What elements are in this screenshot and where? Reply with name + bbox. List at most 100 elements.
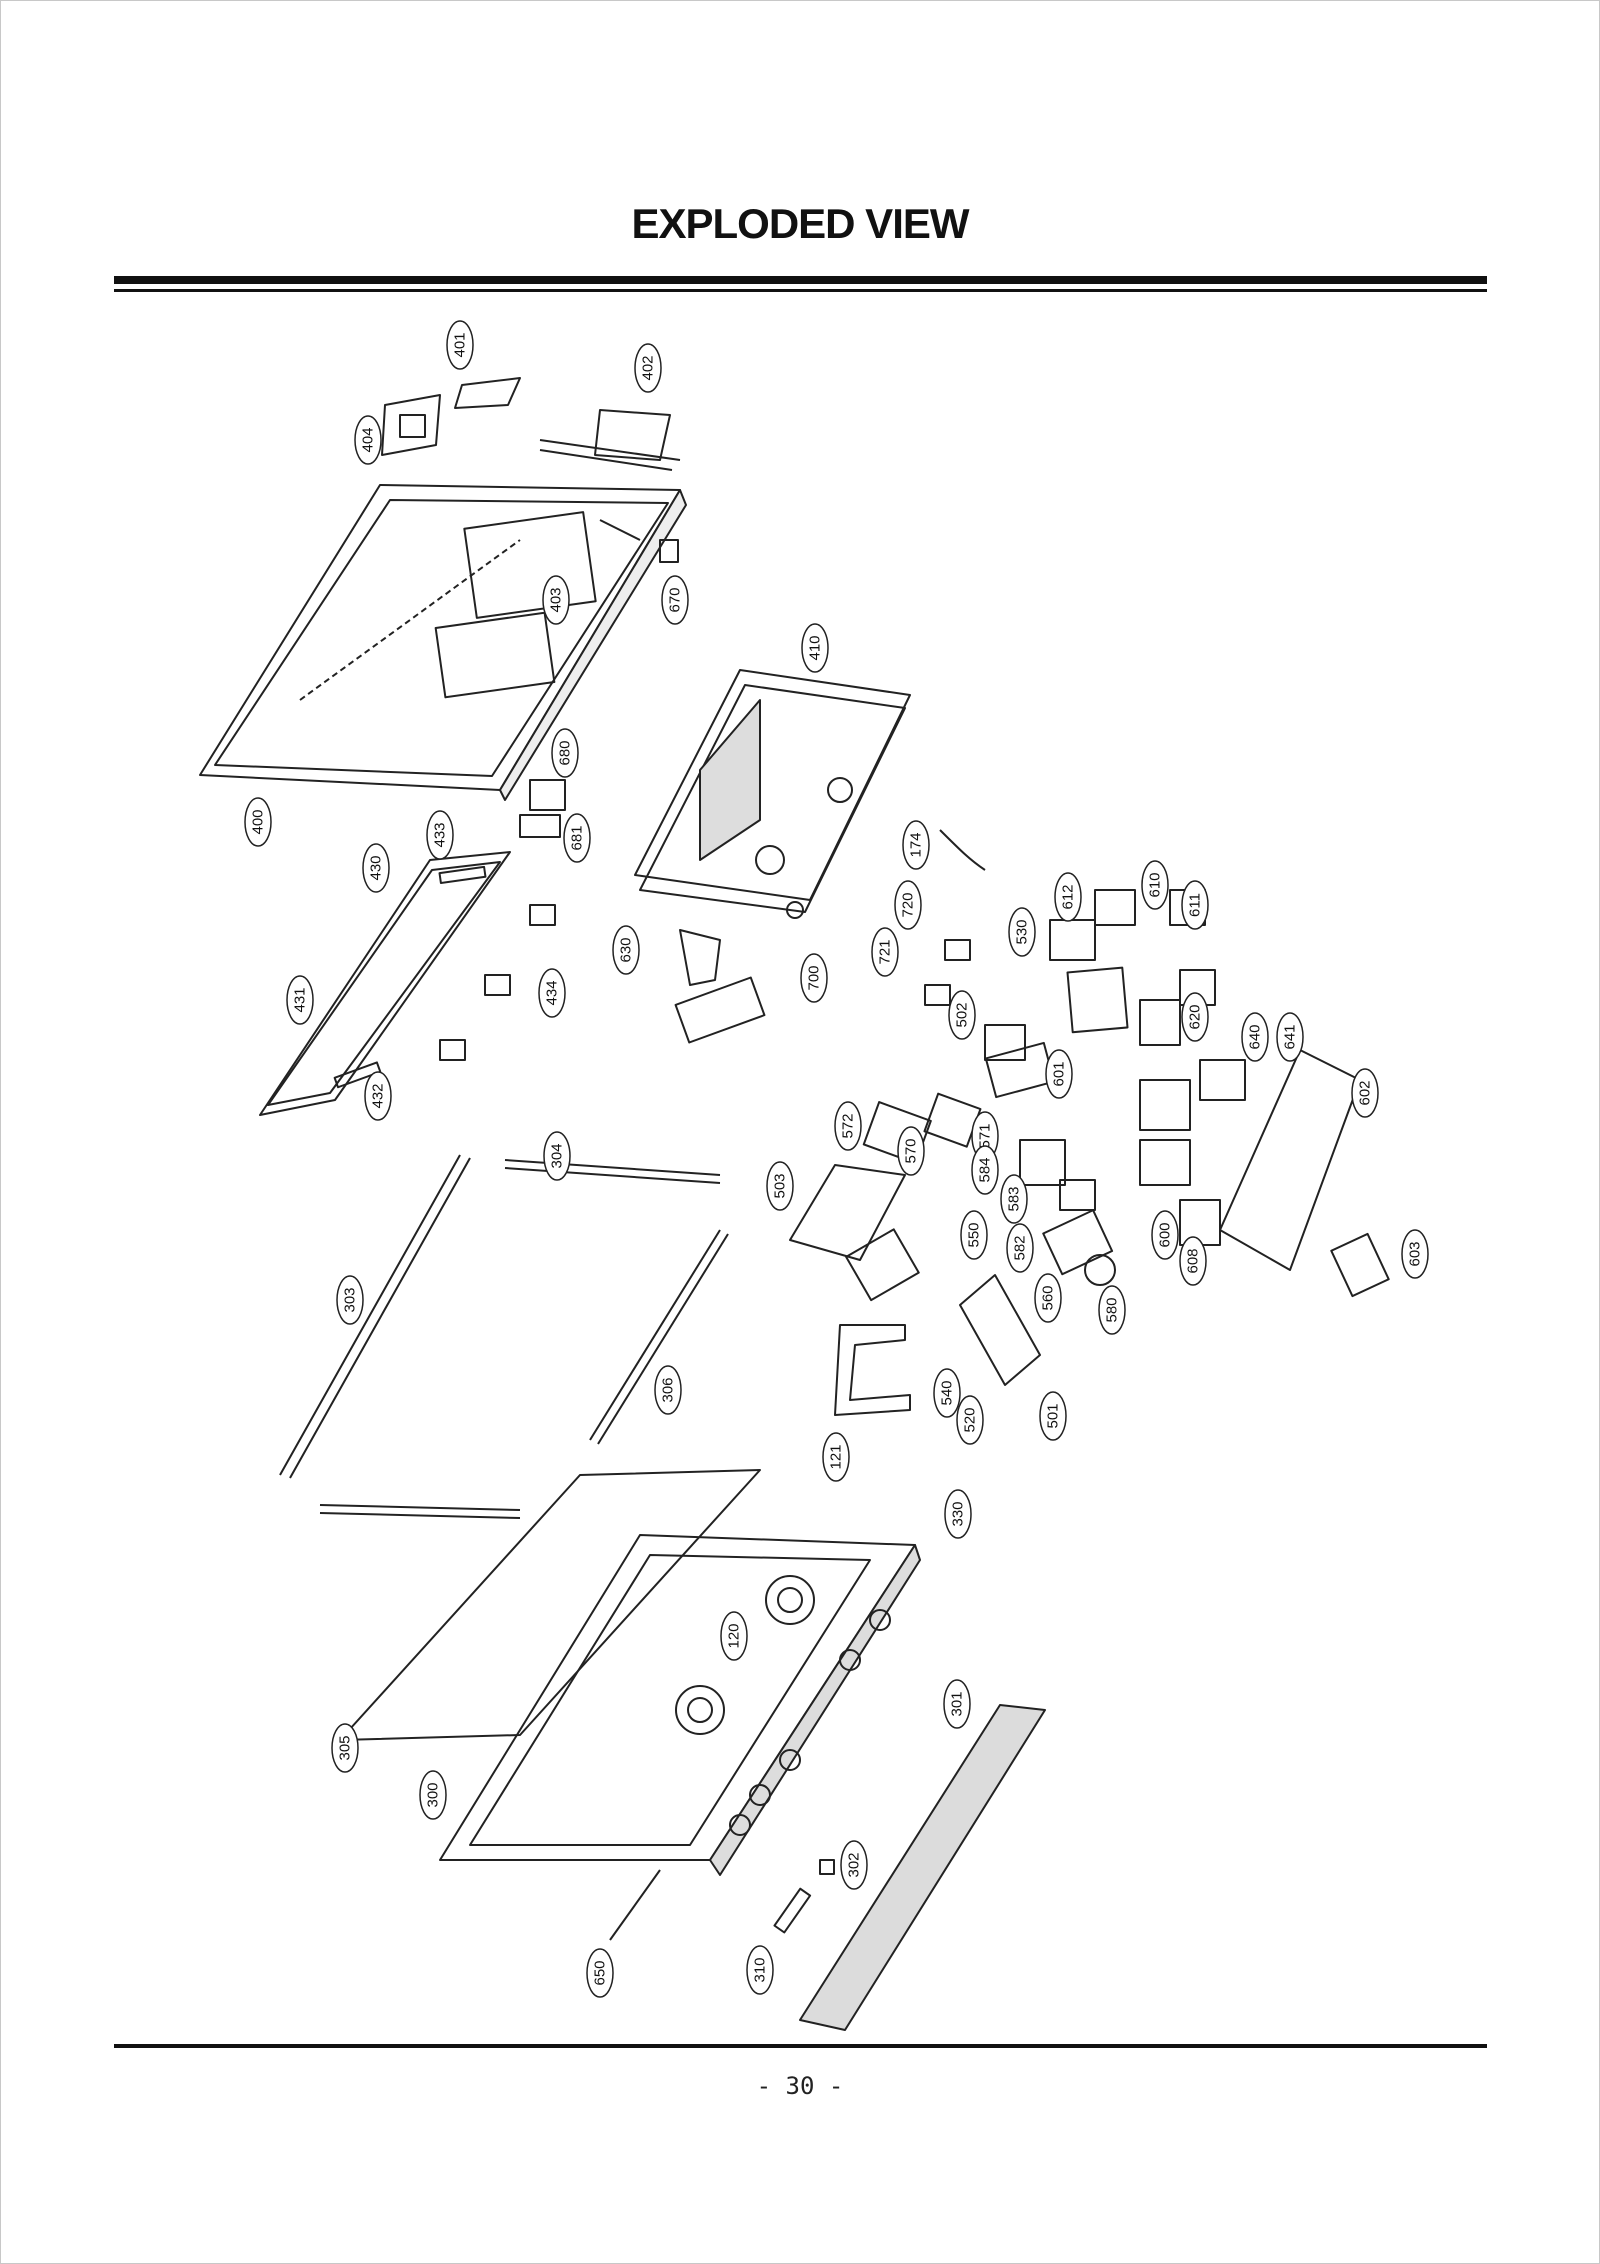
callout-530: 530	[1008, 907, 1036, 957]
callout-302: 302	[840, 1840, 868, 1890]
callout-label: 580	[1104, 1297, 1121, 1322]
callout-400: 400	[244, 797, 272, 847]
small-parts-bottom	[609, 1859, 835, 1941]
callout-label: 403	[548, 587, 565, 612]
callout-584: 584	[971, 1145, 999, 1195]
callout-label: 310	[752, 1957, 769, 1982]
callout-label: 503	[772, 1173, 789, 1198]
callout-640: 640	[1241, 1012, 1269, 1062]
front-glass	[339, 1469, 761, 1741]
callout-502: 502	[948, 990, 976, 1040]
callout-label: 630	[618, 937, 635, 962]
callout-520: 520	[956, 1395, 984, 1445]
callout-404: 404	[354, 415, 382, 465]
callout-label: 530	[1014, 919, 1031, 944]
callout-301: 301	[943, 1679, 971, 1729]
callout-label: 601	[1051, 1061, 1068, 1086]
callout-label: 670	[667, 587, 684, 612]
callout-label: 550	[966, 1222, 983, 1247]
callout-label: 560	[1040, 1285, 1057, 1310]
callout-label: 501	[1045, 1403, 1062, 1428]
callout-label: 681	[569, 825, 586, 850]
callout-433: 433	[426, 810, 454, 860]
title-rule-thick	[114, 276, 1487, 284]
callout-310: 310	[746, 1945, 774, 1995]
callout-580: 580	[1098, 1285, 1126, 1335]
bracket-parts-top	[381, 377, 679, 838]
callout-label: 620	[1187, 1004, 1204, 1029]
callout-label: 300	[425, 1782, 442, 1807]
callout-label: 700	[806, 965, 823, 990]
callout-611: 611	[1181, 880, 1209, 930]
callout-label: 302	[846, 1852, 863, 1877]
callout-306: 306	[654, 1365, 682, 1415]
callout-label: 305	[337, 1735, 354, 1760]
callout-571: 571	[971, 1111, 999, 1161]
callout-670: 670	[661, 575, 689, 625]
callout-label: 600	[1157, 1222, 1174, 1247]
callout-label: 610	[1147, 872, 1164, 897]
callout-label: 404	[360, 427, 377, 452]
back-cover-panel	[259, 851, 556, 1116]
callout-431: 431	[286, 975, 314, 1025]
callout-label: 540	[939, 1380, 956, 1405]
callout-681: 681	[563, 813, 591, 863]
callout-label: 720	[900, 892, 917, 917]
callout-410: 410	[801, 623, 829, 673]
callout-label: 584	[977, 1157, 994, 1182]
callout-650: 650	[586, 1948, 614, 1998]
callout-304: 304	[543, 1131, 571, 1181]
callout-174: 174	[902, 820, 930, 870]
callout-label: 641	[1282, 1024, 1299, 1049]
callout-570: 570	[897, 1126, 925, 1176]
callout-label: 304	[549, 1143, 566, 1168]
callout-434: 434	[538, 968, 566, 1018]
callout-label: 121	[828, 1444, 845, 1469]
callout-label: 434	[544, 980, 561, 1005]
callout-303: 303	[336, 1275, 364, 1325]
callout-label: 432	[370, 1083, 387, 1108]
callout-603: 603	[1401, 1229, 1429, 1279]
callout-label: 401	[452, 332, 469, 357]
callout-700: 700	[800, 953, 828, 1003]
callout-630: 630	[612, 925, 640, 975]
callout-305: 305	[331, 1723, 359, 1773]
callout-432: 432	[364, 1071, 392, 1121]
callout-label: 602	[1357, 1080, 1374, 1105]
front-bar	[799, 1704, 1046, 2031]
callout-608: 608	[1179, 1236, 1207, 1286]
callout-583: 583	[1000, 1174, 1028, 1224]
rear-cover	[199, 439, 687, 801]
callout-label: 301	[949, 1691, 966, 1716]
callout-550: 550	[960, 1210, 988, 1260]
callout-label: 400	[250, 809, 267, 834]
main-shield	[634, 669, 911, 1044]
callout-540: 540	[933, 1368, 961, 1418]
callout-121: 121	[822, 1432, 850, 1482]
callout-label: 680	[557, 740, 574, 765]
callout-label: 306	[660, 1377, 677, 1402]
callout-120: 120	[720, 1611, 748, 1661]
footer-rule	[114, 2044, 1487, 2048]
page-number: - 30 -	[756, 2072, 844, 2100]
callout-label: 570	[903, 1138, 920, 1163]
callout-403: 403	[542, 575, 570, 625]
callout-582: 582	[1006, 1223, 1034, 1273]
callout-610: 610	[1141, 860, 1169, 910]
callout-label: 303	[342, 1287, 359, 1312]
callout-label: 430	[368, 855, 385, 880]
callout-label: 431	[292, 987, 309, 1012]
callout-401: 401	[446, 320, 474, 370]
callout-label: 571	[977, 1123, 994, 1148]
callout-label: 433	[432, 822, 449, 847]
callout-label: 120	[726, 1623, 743, 1648]
callout-label: 502	[954, 1002, 971, 1027]
callout-label: 174	[908, 832, 925, 857]
cable	[939, 829, 986, 871]
callout-503: 503	[766, 1161, 794, 1211]
callout-680: 680	[551, 728, 579, 778]
callout-721: 721	[871, 927, 899, 977]
callout-label: 611	[1187, 893, 1204, 917]
callout-label: 410	[807, 635, 824, 660]
